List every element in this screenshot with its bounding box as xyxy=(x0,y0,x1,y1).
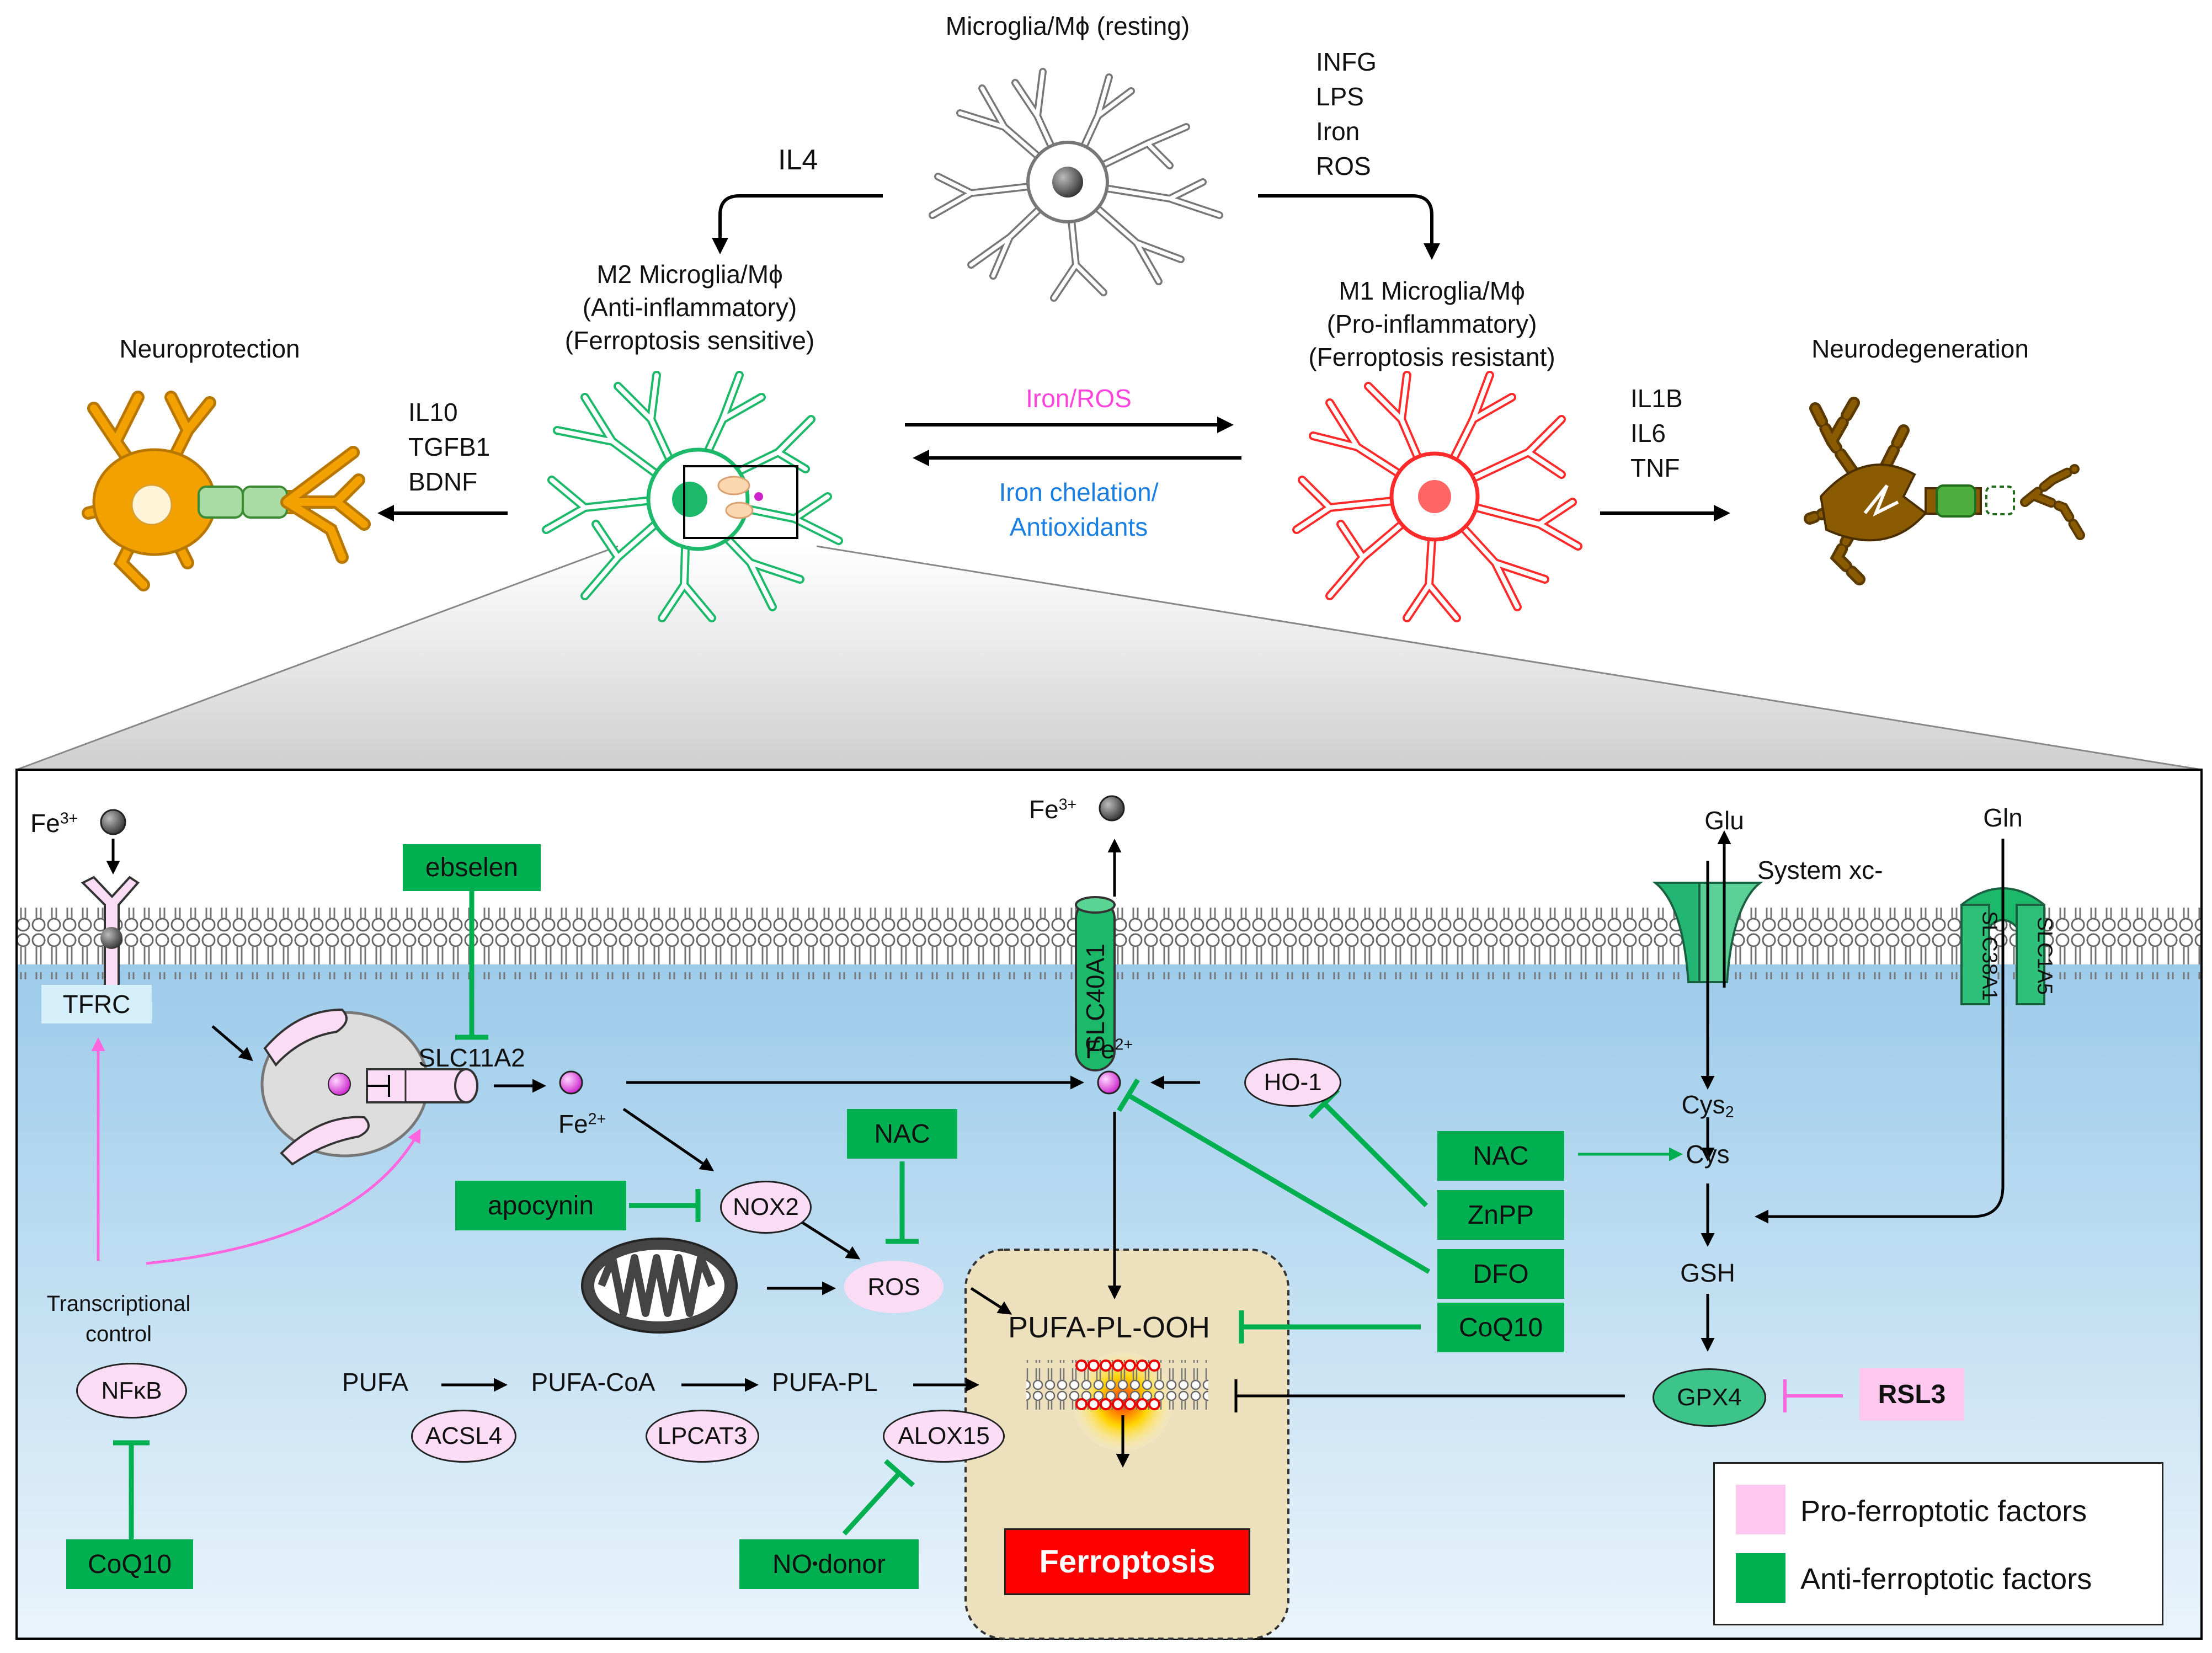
m2-nucleus xyxy=(672,482,707,517)
system-xc-transporter xyxy=(1652,882,1763,983)
resting-label: Microglia/Mϕ (resting) xyxy=(945,12,1190,40)
mitochondrion xyxy=(581,1238,738,1334)
neuroprotection-label: Neuroprotection xyxy=(119,334,300,363)
nox2-node: NOX2 xyxy=(720,1181,812,1234)
acsl4-node: ACSL4 xyxy=(411,1410,516,1463)
slc40a1-label: SLC40A1 xyxy=(1080,943,1110,1053)
legend-pro-label: Pro-ferroptotic factors xyxy=(1800,1495,2087,1528)
endosome xyxy=(260,1008,478,1166)
m1-subtitle-1: (Pro-inflammatory) xyxy=(1326,310,1537,338)
ebselen-box: ebselen xyxy=(403,844,541,891)
legend: Pro-ferroptotic factors Anti-ferroptotic… xyxy=(1713,1462,2163,1625)
neurodegeneration-label: Neurodegeneration xyxy=(1811,334,2029,363)
tfrc-receptor xyxy=(81,876,140,989)
cys2-label: Cys2 xyxy=(1681,1090,1734,1122)
fe2-ion-left xyxy=(559,1070,583,1095)
fe3-label-top: Fe3+ xyxy=(1029,795,1077,824)
coq10-box-left: CoQ10 xyxy=(66,1539,193,1589)
m1-factor-2: IL6 xyxy=(1630,419,1666,447)
alox15-node: ALOX15 xyxy=(883,1410,1005,1463)
slc40a1-channel xyxy=(1075,896,1116,1071)
fe2-label-left: Fe2+ xyxy=(558,1110,606,1138)
m2-subtitle-1: (Anti-inflammatory) xyxy=(582,293,797,322)
fe3-ion-left xyxy=(100,809,126,835)
ros-node: ROS xyxy=(844,1261,944,1313)
lpcat3-node: LPCAT3 xyxy=(646,1410,759,1463)
m2-factor-2: TGFB1 xyxy=(408,433,491,461)
ho1-node: HO-1 xyxy=(1244,1058,1341,1107)
glu-label: Glu xyxy=(1704,806,1744,835)
m1-stimulus-2: LPS xyxy=(1316,82,1364,111)
pufa-coa-label: PUFA-CoA xyxy=(531,1368,655,1396)
m1-stimulus-3: Iron xyxy=(1316,117,1360,146)
m1-factor-1: IL1B xyxy=(1630,384,1683,413)
nac-box-right: NAC xyxy=(1437,1131,1564,1181)
m2-factor-1: IL10 xyxy=(408,398,458,426)
degenerating-neuron xyxy=(1804,397,2085,585)
slc38a1-label: SLC38A1 xyxy=(1978,911,2001,1001)
zoom-box xyxy=(683,465,798,539)
pufa-pl-ooh-label: PUFA-PL-OOH xyxy=(1008,1311,1211,1344)
pufa-label: PUFA xyxy=(342,1368,409,1396)
to-m1-label: Iron/ROS xyxy=(1026,384,1132,413)
resting-nucleus xyxy=(1052,167,1083,198)
fe2-ion-center xyxy=(1097,1070,1121,1095)
m1-stimulus-4: ROS xyxy=(1316,152,1371,180)
m1-subtitle-2: (Ferroptosis resistant) xyxy=(1308,343,1555,371)
gpx4-node: GPX4 xyxy=(1653,1368,1766,1427)
slc1a5-label: SLC1A5 xyxy=(2033,916,2056,995)
gsh-label: GSH xyxy=(1680,1259,1735,1287)
fe3-ion-top xyxy=(1099,795,1125,822)
m1-stimulus-1: INFG xyxy=(1316,47,1377,76)
to-m2-label-2: Antioxidants xyxy=(1009,513,1148,541)
system-xc-label: System xc- xyxy=(1757,856,1883,884)
gln-label: Gln xyxy=(1983,803,2023,832)
rsl3-box: RSL3 xyxy=(1859,1368,1964,1421)
transcriptional-label-2: control xyxy=(85,1322,152,1346)
zoom-wedge xyxy=(17,546,2202,770)
legend-pro-swatch xyxy=(1736,1485,1785,1534)
healthy-neuron xyxy=(82,391,371,591)
nac-box-top: NAC xyxy=(847,1109,957,1159)
transcriptional-label-1: Transcriptional xyxy=(46,1292,191,1316)
legend-anti-label: Anti-ferroptotic factors xyxy=(1800,1563,2092,1596)
fe3-label-left: Fe3+ xyxy=(30,809,78,838)
tfrc-label: TFRC xyxy=(62,990,131,1019)
m2-stimulus: IL4 xyxy=(778,144,818,176)
pufa-pl-label: PUFA-PL xyxy=(772,1368,878,1396)
nfkb-node: NFκB xyxy=(76,1363,187,1419)
m1-title: M1 Microglia/Mϕ xyxy=(1339,276,1525,305)
apocynin-box: apocynin xyxy=(455,1181,626,1230)
no-donor-box: NO• donor xyxy=(739,1539,919,1589)
legend-anti-swatch xyxy=(1736,1553,1785,1603)
m1-nucleus xyxy=(1418,480,1451,513)
ferroptosis-box: Ferroptosis xyxy=(1004,1528,1250,1595)
coq10-box-right: CoQ10 xyxy=(1437,1303,1564,1352)
dfo-box: DFO xyxy=(1437,1249,1564,1299)
m2-title: M2 Microglia/Mϕ xyxy=(596,260,783,289)
znpp-box: ZnPP xyxy=(1437,1190,1564,1240)
m2-factor-3: BDNF xyxy=(408,467,478,496)
tfrc-label-bg xyxy=(41,985,152,1023)
m1-factor-3: TNF xyxy=(1630,454,1680,482)
to-m2-label-1: Iron chelation/ xyxy=(999,478,1159,506)
m2-subtitle-2: (Ferroptosis sensitive) xyxy=(564,326,815,355)
gln-transporter xyxy=(1960,887,2045,1005)
fe2-label-center: Fe2+ xyxy=(1085,1035,1133,1064)
slc11a2-label: SLC11A2 xyxy=(418,1043,525,1072)
cys-label: Cys xyxy=(1686,1140,1730,1169)
